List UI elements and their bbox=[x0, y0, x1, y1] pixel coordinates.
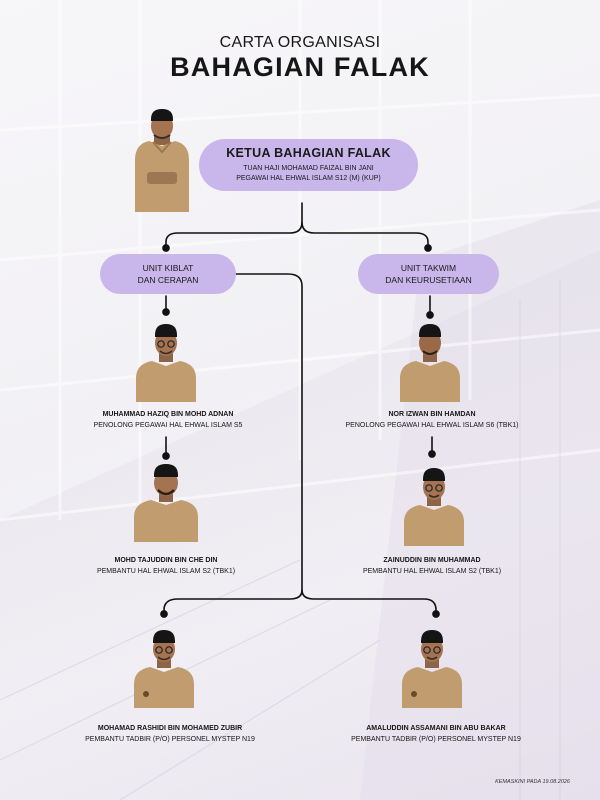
head-role: KETUA BAHAGIAN FALAK bbox=[226, 146, 391, 160]
staff-caption-haziq: MUHAMMAD HAZIQ BIN MOHD ADNAN PENOLONG P… bbox=[38, 409, 298, 431]
staff-photo-haziq bbox=[130, 322, 202, 402]
staff-caption-izwan: NOR IZWAN BIN HAMDAN PENOLONG PEGAWAI HA… bbox=[302, 409, 562, 431]
chart-subtitle: CARTA ORGANISASI bbox=[219, 34, 381, 51]
unit-takwim-keurusetiaan-box: UNIT TAKWIM DAN KEURUSETIAAN bbox=[358, 254, 499, 294]
staff-photo-rashidi bbox=[128, 628, 200, 708]
staff-name: ZAINUDDIN BIN MUHAMMAD bbox=[383, 557, 481, 564]
unit-kiblat-line1: UNIT KIBLAT bbox=[142, 263, 194, 273]
last-updated-note: KEMASKINI PADA 19.08.2026 bbox=[495, 779, 570, 785]
staff-position: PEMBANTU HAL EHWAL ISLAM S2 (TBK1) bbox=[96, 568, 236, 575]
staff-caption-amaluddin: AMALUDDIN ASSAMANI BIN ABU BAKAR PEMBANT… bbox=[306, 723, 566, 745]
staff-position: PEMBANTU HAL EHWAL ISLAM S2 (TBK1) bbox=[362, 568, 502, 575]
staff-photo-izwan bbox=[394, 322, 466, 402]
head-to-units-connector bbox=[162, 202, 303, 252]
staff-name: AMALUDDIN ASSAMANI BIN ABU BAKAR bbox=[366, 725, 506, 732]
staff-caption-rashidi: MOHAMAD RASHIDI BIN MOHAMED ZUBIR PEMBAN… bbox=[40, 723, 300, 745]
unit-kiblat-line2: DAN CERAPAN bbox=[137, 275, 199, 285]
staff-name: MOHD TAJUDDIN BIN CHE DIN bbox=[114, 557, 218, 564]
staff-name: MUHAMMAD HAZIQ BIN MOHD ADNAN bbox=[102, 411, 234, 418]
staff-caption-zainuddin: ZAINUDDIN BIN MUHAMMAD PEMBANTU HAL EHWA… bbox=[302, 555, 562, 577]
staff-position: PEMBANTU TADBIR (P/O) PERSONEL MYSTEP N1… bbox=[85, 736, 255, 743]
staff-photo-tajuddin bbox=[130, 462, 202, 542]
head-photo bbox=[127, 108, 197, 214]
staff-position: PENOLONG PEGAWAI HAL EHWAL ISLAM S5 bbox=[93, 422, 243, 429]
head-position: PEGAWAI HAL EHWAL ISLAM S12 (M) (KUP) bbox=[236, 175, 381, 182]
head-name: TUAN HAJI MOHAMAD FAIZAL BIN JANI bbox=[243, 165, 374, 172]
unit-kiblat-cerapan-box: UNIT KIBLAT DAN CERAPAN bbox=[100, 254, 236, 294]
unit-takwim-line1: UNIT TAKWIM bbox=[400, 263, 457, 273]
staff-caption-tajuddin: MOHD TAJUDDIN BIN CHE DIN PEMBANTU HAL E… bbox=[36, 555, 296, 577]
head-of-division-box: KETUA BAHAGIAN FALAK TUAN HAJI MOHAMAD F… bbox=[199, 139, 418, 191]
staff-name: MOHAMAD RASHIDI BIN MOHAMED ZUBIR bbox=[97, 725, 243, 732]
staff-name: NOR IZWAN BIN HAMDAN bbox=[388, 411, 476, 418]
staff-photo-zainuddin bbox=[398, 466, 470, 546]
chart-title: BAHAGIAN FALAK bbox=[170, 52, 430, 82]
staff-photo-amaluddin bbox=[396, 628, 468, 708]
staff-position: PENOLONG PEGAWAI HAL EHWAL ISLAM S6 (TBK… bbox=[345, 422, 519, 429]
unit-takwim-line2: DAN KEURUSETIAAN bbox=[385, 275, 472, 285]
kiblat-to-admin-connector bbox=[160, 273, 303, 618]
staff-position: PEMBANTU TADBIR (P/O) PERSONEL MYSTEP N1… bbox=[351, 736, 521, 743]
